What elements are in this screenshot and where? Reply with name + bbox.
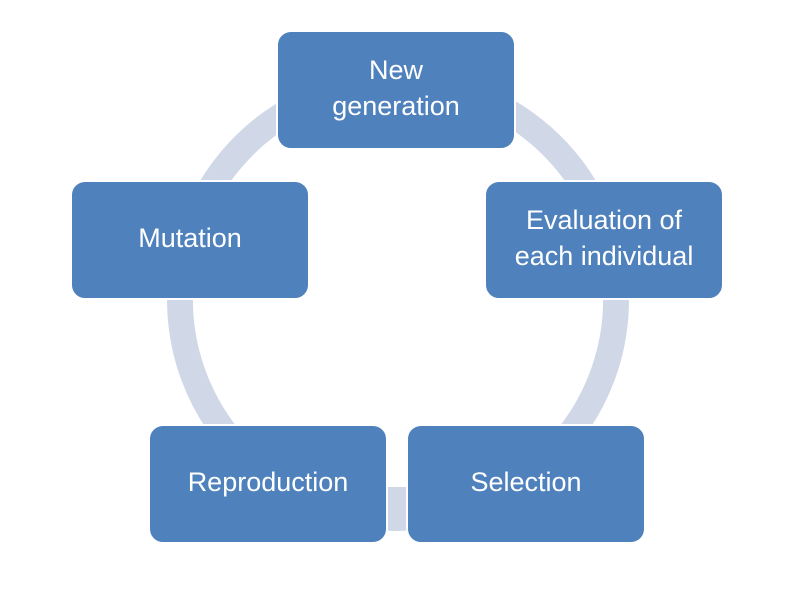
node-box (276, 30, 516, 150)
node-label: Reproduction (188, 467, 349, 497)
node-box (148, 424, 388, 544)
node-selection: Selection (406, 424, 646, 544)
node-label: Mutation (138, 223, 242, 253)
node-label: each individual (515, 241, 694, 271)
node-label: New (369, 55, 424, 85)
node-mutation: Mutation (70, 180, 310, 300)
node-new-generation: New generation (276, 30, 516, 150)
node-label: Selection (470, 467, 581, 497)
node-box (484, 180, 724, 300)
node-box (70, 180, 310, 300)
node-label: Evaluation of (526, 205, 683, 235)
node-box (406, 424, 646, 544)
node-reproduction: Reproduction (148, 424, 388, 544)
node-label: generation (332, 91, 460, 121)
node-evaluation: Evaluation of each individual (484, 180, 724, 300)
